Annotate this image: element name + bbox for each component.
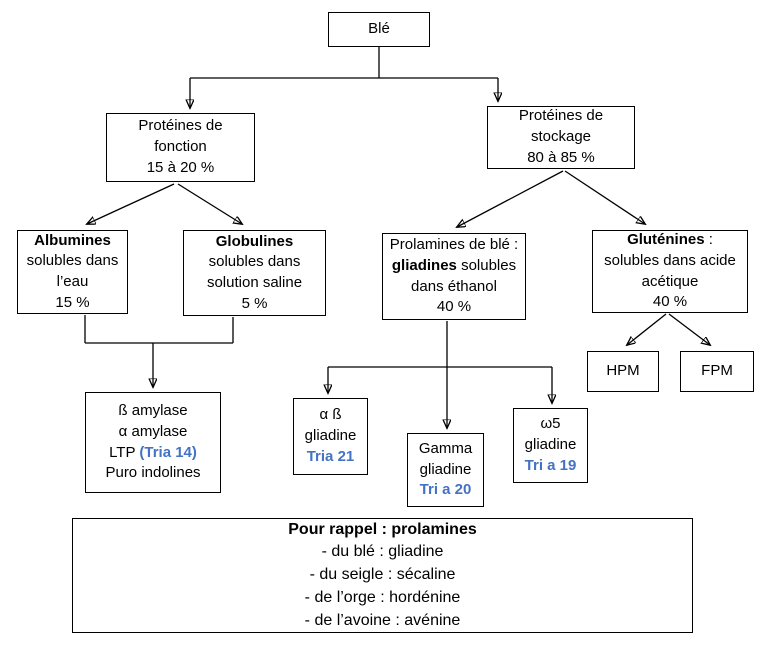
enzymes-alpha-amylase: α amylase [118,422,188,440]
hpm-label: HPM [606,362,640,380]
fpm-label: FPM [701,362,733,380]
rappel-seigle: - du seigle : sécaline [309,566,456,584]
enzymes-tria14: (Tria 14) [139,443,197,461]
node-albumines: Albumines solubles dans l’eau 15 % [17,230,128,314]
node-alpha-beta-gliadine: α ß gliadine Tria 21 [293,398,368,475]
prolamines-line-1: Prolamines de blé : [389,236,519,254]
glutenines-colon: : [704,231,713,249]
gamma-gliadine-line-2: gliadine [419,460,472,478]
globulines-title: Globulines [215,232,294,250]
node-proteines-de-stockage: Protéines de stockage 80 à 85 % [487,106,635,169]
glutenines-percentage: 40 % [652,293,688,311]
globulines-line-2: solubles dans [208,253,301,271]
gamma-gliadine-tria20: Tri a 20 [419,481,472,499]
prolamines-line-2: gliadines solubles [392,256,516,277]
node-hpm: HPM [587,351,659,392]
stockage-line-1: Protéines de [518,107,604,125]
alpha-gliadine-line-2: gliadine [304,427,357,445]
globulines-line-3: solution saline [206,274,303,291]
fonction-percentage: 15 à 20 % [146,158,215,176]
stockage-line-2: stockage [530,128,592,146]
node-rappel-prolamines: Pour rappel : prolamines - du blé : glia… [72,518,693,633]
node-globulines: Globulines solubles dans solution saline… [183,230,326,316]
enzymes-ltp: LTP [109,443,140,461]
node-omega5-gliadine: ω5 gliadine Tri a 19 [513,408,588,483]
rappel-title: Pour rappel : prolamines [288,520,477,538]
node-proteines-de-fonction: Protéines de fonction 15 à 20 % [106,113,255,182]
omega-gliadine-tria19: Tri a 19 [524,456,577,474]
node-gamma-gliadine: Gamma gliadine Tri a 20 [407,433,484,507]
connector-stockage-glutenines [564,170,645,224]
gamma-gliadine-line-1: Gamma [418,439,473,457]
connector-fonction-albumines [87,183,175,224]
node-ble: Blé [328,12,430,47]
connector-fonction-globulines [177,183,242,224]
enzymes-beta-amylase: ß amylase [118,402,188,420]
node-enzymes: ß amylase α amylase LTP (Tria 14) Puro i… [85,392,221,493]
glutenines-line-3: acétique [641,272,699,290]
ble-label: Blé [368,20,390,38]
enzymes-puroindolines: Puro indolines [105,464,201,482]
prolamines-line-3: dans éthanol [411,277,497,295]
prolamines-gliadines-bold: gliadines [391,256,457,274]
node-prolamines-gliadines: Prolamines de blé : gliadines solubles d… [382,233,526,320]
fonction-line-2: fonction [154,138,207,156]
rappel-orge: - de l’orge : hordénine [304,588,461,606]
albumines-title: Albumines [34,231,111,249]
stockage-percentage: 80 à 85 % [527,148,595,166]
prolamines-solubles: solubles [456,256,517,274]
glutenines-title-bold: Gluténines [627,231,705,249]
albumines-line-3: l’eau [56,273,89,290]
enzymes-ltp-line: LTP (Tria 14) [109,443,197,464]
albumines-line-2: solubles dans [26,252,119,270]
globulines-percentage: 5 % [241,294,268,312]
fonction-line-1: Protéines de [138,117,223,135]
node-glutenines: Gluténines : solubles dans acide acétiqu… [592,230,748,313]
prolamines-percentage: 40 % [436,298,472,316]
node-fpm: FPM [680,351,754,392]
alpha-gliadine-line-1: α ß [319,406,342,424]
connector-glutenines-fpm [668,313,710,345]
connector-stockage-prolamines [457,170,564,227]
albumines-percentage: 15 % [55,293,90,311]
alpha-gliadine-tria21: Tria 21 [306,447,355,465]
connector-glutenines-hpm [627,313,667,345]
glutenines-line-1: Gluténines : [627,230,713,251]
rappel-avoine: - de l’avoine : avénine [304,611,461,629]
glutenines-line-2: solubles dans acide [604,251,736,269]
omega-gliadine-line-2: gliadine [524,436,577,454]
omega-gliadine-line-1: ω5 [540,415,561,433]
rappel-ble: - du blé : gliadine [321,543,444,561]
